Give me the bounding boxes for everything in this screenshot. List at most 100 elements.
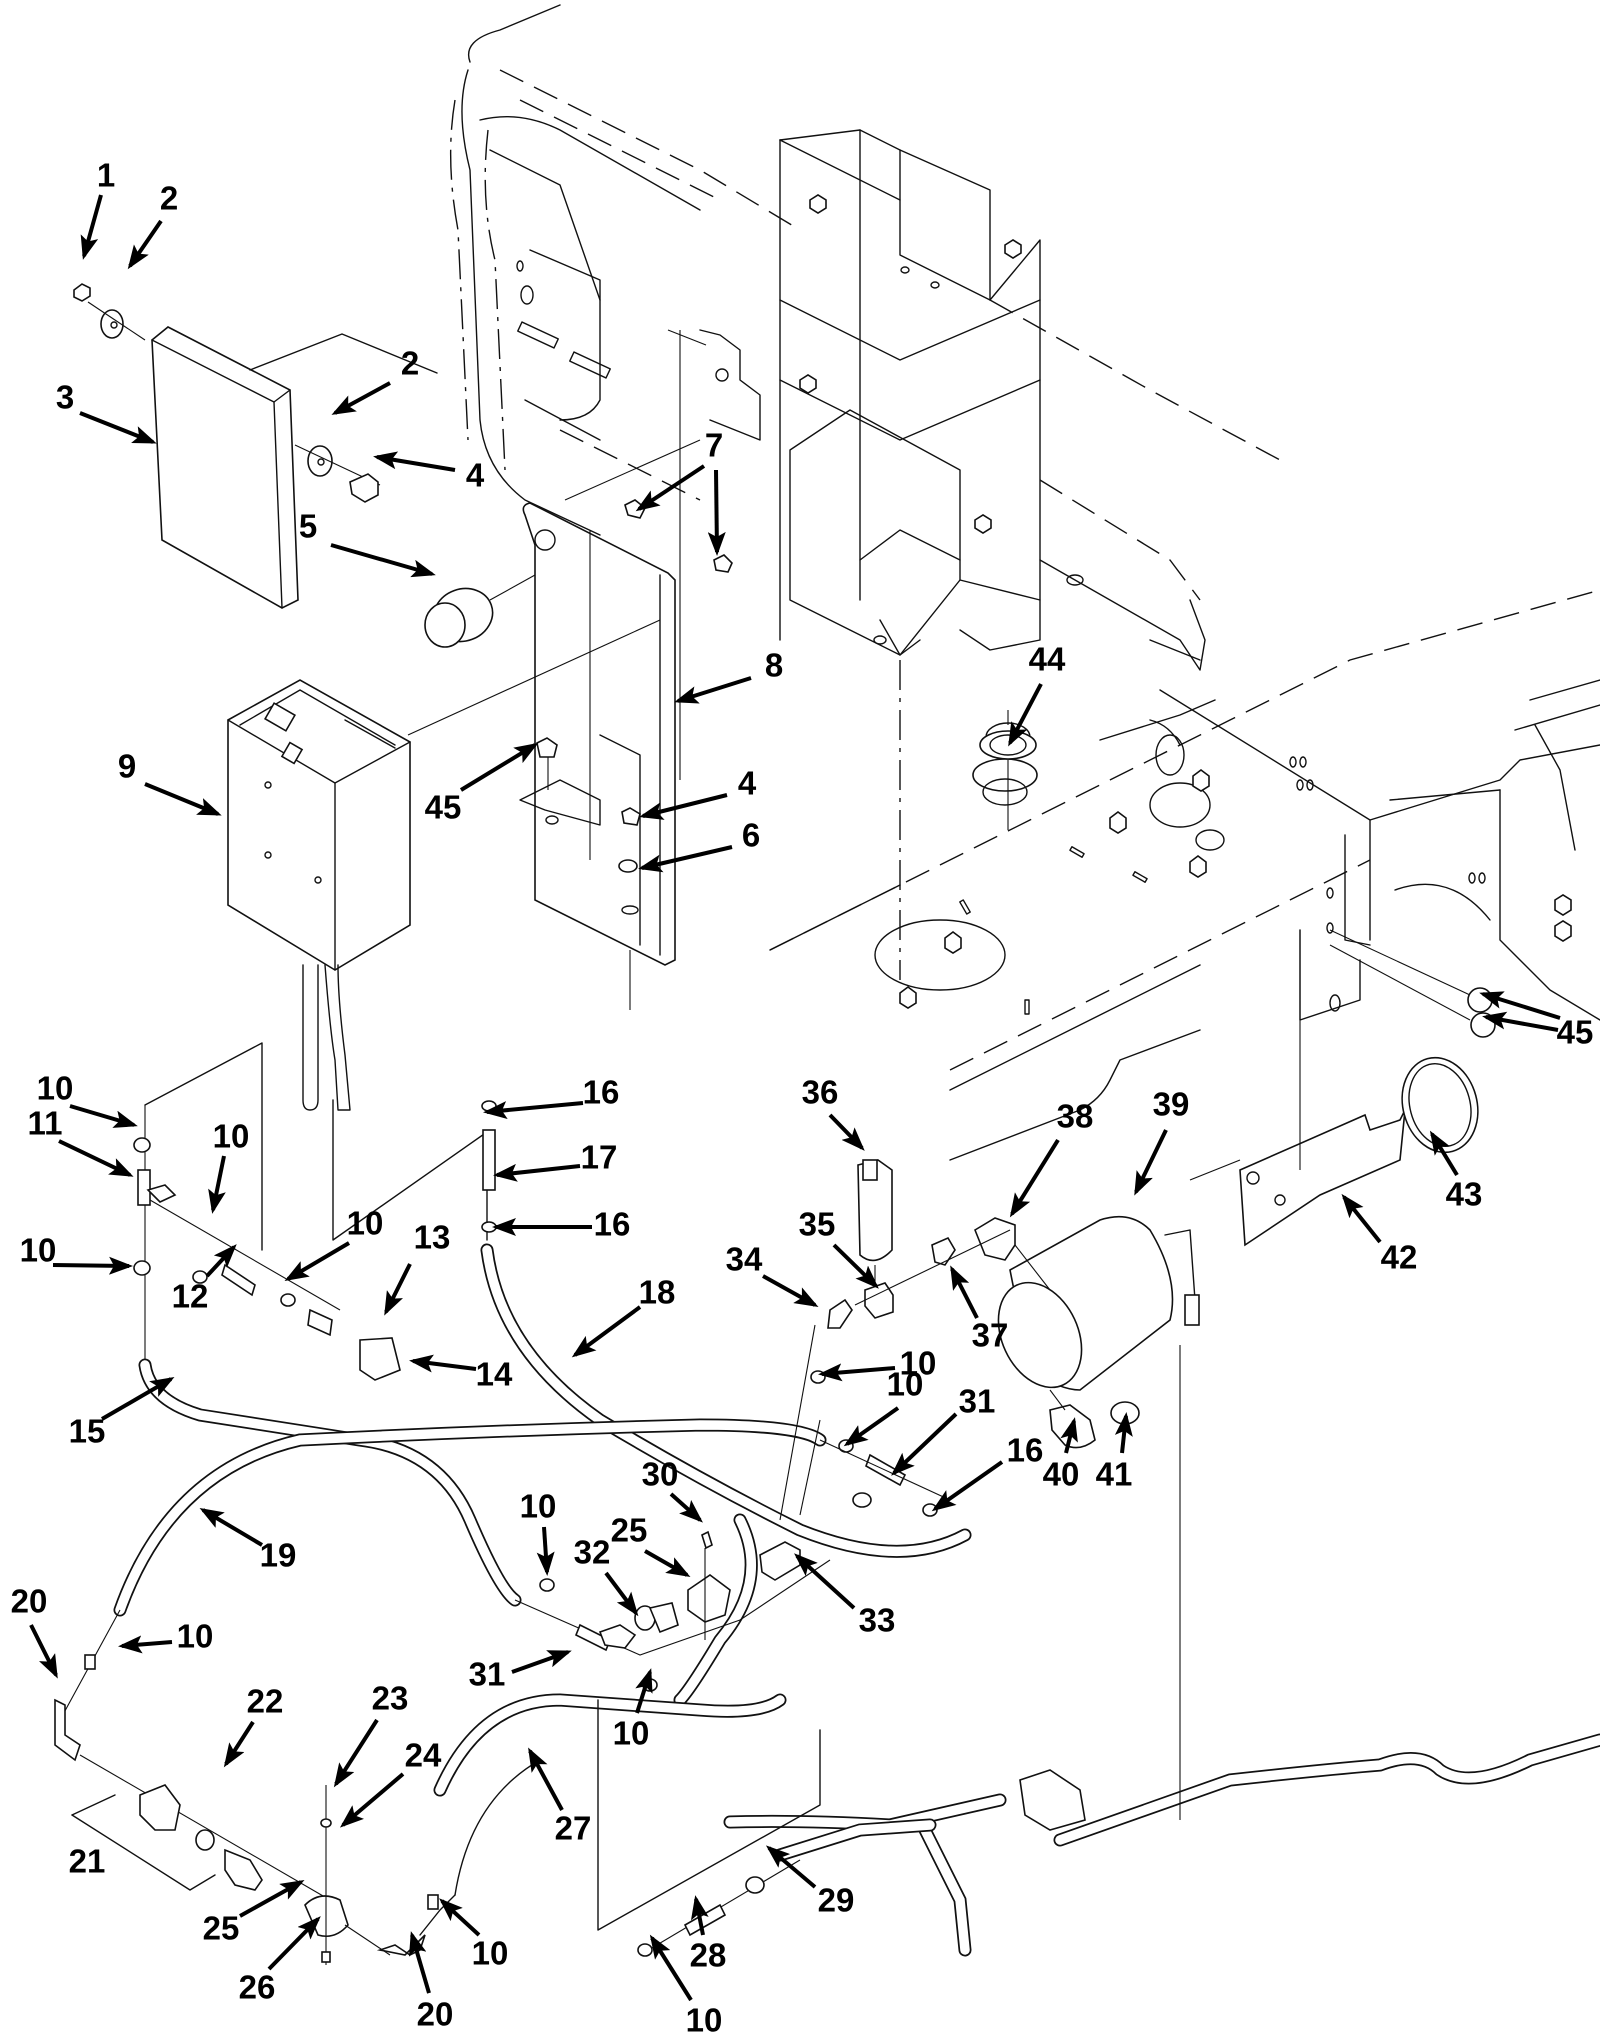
callout-number: 7 — [705, 427, 723, 464]
callout-11: 11 — [28, 1105, 134, 1177]
leader-arrow — [373, 451, 456, 472]
leader-arrow — [459, 742, 539, 792]
leader-arrow — [818, 1363, 896, 1382]
leader-arrow — [1479, 991, 1561, 1020]
callout-7: 7 — [635, 427, 726, 556]
callout-42: 42 — [1341, 1193, 1417, 1276]
callout-number: 10 — [347, 1205, 384, 1242]
leader-arrow — [1008, 683, 1043, 747]
leader-arrow — [843, 1406, 900, 1447]
leader-arrow — [950, 1265, 979, 1319]
leader-arrow — [669, 1492, 703, 1523]
callout-number: 9 — [118, 748, 136, 785]
callout-10: 10 — [208, 1118, 249, 1214]
callout-number: 20 — [417, 1996, 454, 2033]
callout-9: 9 — [118, 748, 222, 816]
pump-assembly — [827, 1159, 1200, 1449]
callout-number: 10 — [613, 1715, 650, 1752]
callout-19: 19 — [199, 1507, 296, 1574]
leader-arrow — [635, 464, 706, 512]
callout-31: 31 — [891, 1383, 996, 1476]
leader-arrow — [127, 219, 163, 270]
callout-15: 15 — [69, 1376, 175, 1450]
leader-arrow — [339, 1772, 405, 1828]
leader-arrow — [762, 1274, 819, 1307]
leader-arrow — [69, 1104, 138, 1128]
callout-10: 10 — [37, 1070, 138, 1128]
callout-10: 10 — [118, 1618, 213, 1655]
callout-number: 10 — [686, 2002, 723, 2036]
leader-arrow — [1134, 1129, 1168, 1196]
callout-38: 38 — [1009, 1098, 1094, 1218]
callout-30: 30 — [642, 1456, 703, 1523]
callout-number: 28 — [690, 1937, 727, 1974]
leader-arrow — [674, 676, 752, 704]
hoses — [113, 1243, 1600, 1957]
callout-43: 43 — [1429, 1130, 1483, 1213]
callout-2: 2 — [127, 180, 178, 270]
callout-45: 45 — [425, 742, 539, 826]
callout-number: 14 — [476, 1356, 513, 1393]
callout-number: 38 — [1057, 1098, 1094, 1135]
leader-arrow — [1060, 1417, 1078, 1454]
callout-40: 40 — [1043, 1417, 1079, 1493]
callout-4: 4 — [639, 765, 757, 820]
callout-number: 45 — [1557, 1014, 1594, 1051]
cover-panel — [151, 326, 438, 609]
callout-number: 43 — [1446, 1176, 1483, 1213]
pump-bracket-and-clamp — [1189, 930, 1479, 1247]
leader-arrow — [483, 1101, 584, 1120]
callout-number: 1 — [97, 157, 115, 194]
callout-number: 10 — [37, 1070, 74, 1107]
callout-21: 21 — [69, 1843, 106, 1880]
callout-number: 31 — [959, 1383, 996, 1420]
bracket-fasteners — [536, 499, 733, 873]
callout-10: 10 — [20, 1232, 133, 1275]
callout-16: 16 — [492, 1206, 630, 1243]
callout-4: 4 — [373, 451, 485, 494]
callout-41: 41 — [1096, 1412, 1133, 1493]
callout-number: 41 — [1096, 1456, 1133, 1493]
leader-arrow — [52, 1256, 133, 1275]
callout-14: 14 — [409, 1354, 513, 1393]
callout-29: 29 — [765, 1845, 854, 1919]
callout-number: 25 — [203, 1910, 240, 1947]
callout-number: 26 — [239, 1969, 276, 2006]
callout-number: 6 — [742, 817, 760, 854]
leader-arrow — [58, 1139, 134, 1177]
leader-arrow — [80, 194, 103, 260]
leader-arrow — [1482, 1011, 1559, 1032]
leader-arrow — [511, 1650, 572, 1674]
leader-arrow — [29, 1624, 58, 1679]
leader-arrow — [571, 1305, 642, 1358]
callout-number: 5 — [299, 508, 317, 545]
leader-arrow — [1341, 1193, 1382, 1244]
leader-arrow — [331, 381, 391, 415]
leader-arrow — [707, 469, 726, 556]
callout-number: 17 — [581, 1139, 618, 1176]
callout-number: 23 — [372, 1680, 409, 1717]
callout-10: 10 — [439, 1898, 508, 1972]
leader-arrow — [205, 1244, 237, 1278]
callout-number: 12 — [172, 1278, 209, 1315]
leader-arrow — [639, 793, 728, 820]
leader-arrow — [118, 1635, 173, 1654]
callout-31: 31 — [469, 1650, 572, 1693]
callout-10: 10 — [818, 1345, 936, 1382]
callout-36: 36 — [802, 1074, 865, 1151]
callout-2: 2 — [331, 345, 419, 415]
leader-arrow — [649, 1934, 693, 2002]
callout-10: 10 — [613, 1668, 653, 1752]
callout-6: 6 — [638, 817, 760, 873]
callout-3: 3 — [56, 379, 157, 444]
callout-number: 4 — [738, 765, 757, 802]
mounting-bracket — [519, 329, 707, 1010]
upper-frame-assembly — [699, 129, 1281, 980]
callout-number: 45 — [425, 789, 462, 826]
callout-number: 16 — [1007, 1432, 1044, 1469]
callout-number: 3 — [56, 379, 74, 416]
callout-18: 18 — [571, 1274, 675, 1358]
leader-arrow — [208, 1155, 226, 1214]
